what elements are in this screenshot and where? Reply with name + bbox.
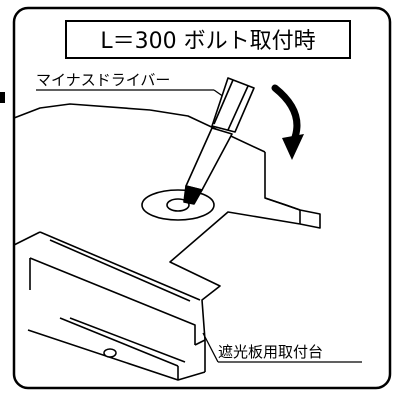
mount-leader-line xyxy=(202,332,219,363)
screwdriver-label: マイナスドライバー xyxy=(36,71,170,89)
clockwise-arrow-icon xyxy=(271,84,304,160)
washer xyxy=(141,189,215,221)
title-box xyxy=(65,20,351,59)
title-text: L＝300 ボルト取付時 xyxy=(100,29,315,54)
flange-hole xyxy=(103,348,117,358)
mount-label: 遮光板用取付台 xyxy=(218,343,323,361)
edge-mark xyxy=(0,92,5,103)
screwdriver xyxy=(183,77,255,205)
mounting-bracket xyxy=(13,103,321,381)
